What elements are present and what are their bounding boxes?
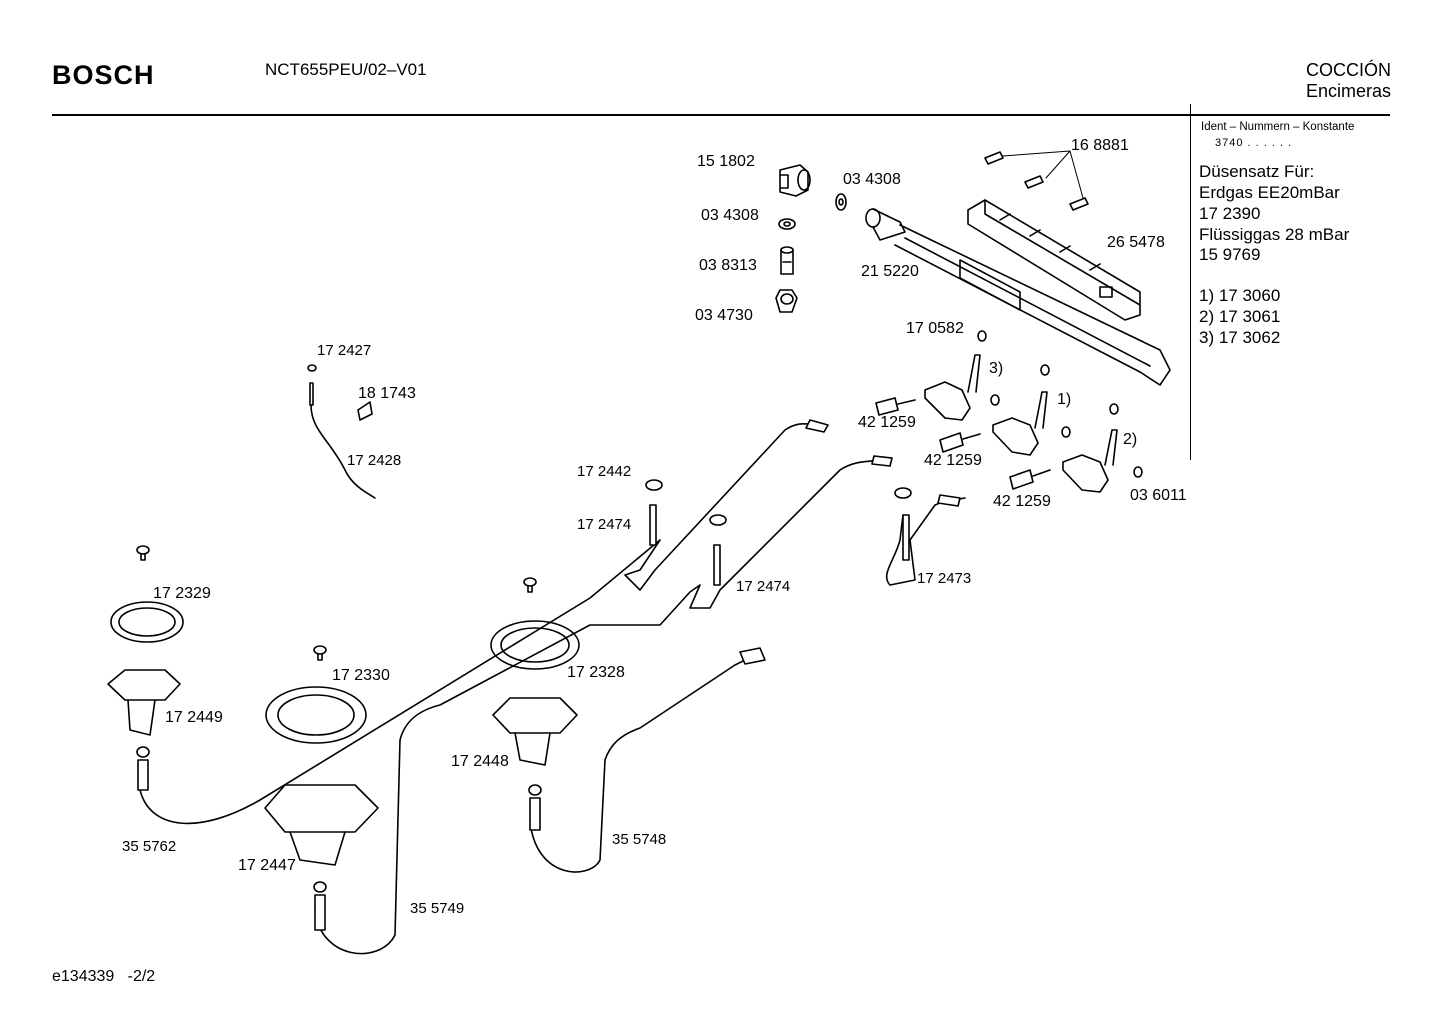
valve-marker: 3) — [989, 360, 1004, 377]
part-label: 17 2473 — [917, 570, 972, 587]
screw — [523, 577, 537, 593]
ignition-electrode — [307, 364, 376, 499]
model-number: NCT655PEU/02–V01 — [265, 60, 427, 79]
part-label: 35 5749 — [410, 900, 465, 917]
part-label: 35 5762 — [122, 838, 177, 855]
part-label: 03 4730 — [695, 307, 753, 324]
valve-marker: 2) — [1123, 431, 1138, 448]
part-label: 42 1259 — [858, 414, 916, 431]
page-footer: e134339 -2/2 — [52, 968, 156, 985]
part-label: 35 5748 — [612, 831, 667, 848]
part-label: 17 0582 — [906, 320, 964, 337]
thermocouple-line — [139, 422, 821, 825]
screw — [136, 545, 150, 561]
header-divider — [52, 114, 1390, 116]
brand-logo: BOSCH — [52, 60, 155, 90]
part-label: 21 5220 — [861, 263, 919, 280]
part-label: 18 1743 — [358, 385, 416, 402]
nozzle — [780, 246, 794, 275]
part-label: 17 2428 — [347, 452, 402, 469]
ident-value: 3740 . . . . . . — [1215, 137, 1293, 149]
washer — [778, 218, 796, 230]
part-label: 03 8313 — [699, 257, 757, 274]
part-label: 03 4308 — [701, 207, 759, 224]
ident-label: Ident – Nummern – Konstante — [1201, 121, 1355, 133]
nut — [775, 289, 798, 313]
washer — [894, 487, 912, 499]
gas-manifold — [865, 208, 1171, 386]
part-label: 17 2474 — [736, 578, 791, 595]
part-label: 17 2442 — [577, 463, 632, 480]
sidebar-line: 2) 17 3061 — [1199, 307, 1281, 326]
sidebar-line: 17 2390 — [1199, 204, 1261, 223]
subcategory-title: Encimeras — [1305, 81, 1391, 101]
valve-marker: 1) — [1057, 391, 1072, 408]
elbow-fitting — [779, 164, 811, 197]
burner-body-medium — [492, 697, 578, 831]
burner-body-large — [264, 784, 379, 931]
washer — [709, 514, 727, 526]
mounting-rail — [967, 199, 1141, 321]
sidebar-divider — [1190, 104, 1191, 460]
part-label: 17 2427 — [317, 342, 372, 359]
clips — [984, 150, 1089, 211]
part-label: 17 2447 — [238, 857, 296, 874]
part-label: 15 1802 — [697, 153, 755, 170]
valve-1 — [992, 364, 1071, 456]
burner-body-small — [107, 669, 181, 791]
retaining-ring — [110, 601, 184, 643]
screw — [313, 645, 327, 661]
part-label: 42 1259 — [924, 452, 982, 469]
sidebar-line: 15 9769 — [1199, 245, 1261, 264]
thermocouple-line — [314, 459, 881, 955]
part-label: 17 2449 — [165, 709, 223, 726]
sidebar-line: Flüssiggas 28 mBar — [1199, 225, 1350, 244]
nozzle-holder — [875, 397, 1051, 490]
valve-3 — [924, 330, 1000, 421]
part-label: 17 2448 — [451, 753, 509, 770]
sidebar-line: 3) 17 3062 — [1199, 328, 1281, 347]
sidebar-line: Erdgas EE20mBar — [1199, 183, 1340, 202]
part-label: 26 5478 — [1107, 234, 1165, 251]
washer — [645, 479, 663, 491]
part-label: 17 2474 — [577, 516, 632, 533]
part-label: 17 2329 — [153, 585, 211, 602]
part-label: 42 1259 — [993, 493, 1051, 510]
part-label: 17 2328 — [567, 664, 625, 681]
valve-2 — [1062, 403, 1143, 493]
part-label: 16 8881 — [1071, 137, 1129, 154]
category-title: COCCIÓN — [1306, 60, 1391, 80]
retaining-ring — [490, 620, 580, 670]
sidebar-line: 1) 17 3060 — [1199, 286, 1281, 305]
part-label: 03 6011 — [1130, 487, 1187, 504]
part-label: 17 2330 — [332, 667, 390, 684]
retaining-ring — [265, 686, 367, 744]
part-label: 03 4308 — [843, 171, 901, 188]
sidebar-line: Düsensatz Für: — [1199, 162, 1315, 181]
washer — [835, 193, 847, 211]
